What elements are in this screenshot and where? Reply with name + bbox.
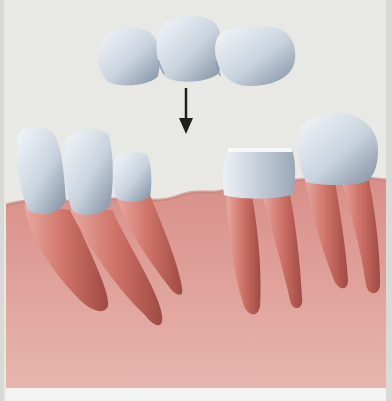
frame-right-edge xyxy=(386,0,392,401)
prepared-abutment-tooth xyxy=(223,150,295,199)
tooth-3-crown xyxy=(113,152,151,202)
bridge-unit-right xyxy=(215,26,295,86)
molar-crown xyxy=(298,113,378,185)
bridge-unit-center xyxy=(157,16,223,82)
bottom-band xyxy=(6,388,386,401)
abutment-top-edge xyxy=(228,148,292,152)
frame-left-edge xyxy=(0,0,4,401)
tooth-2-crown xyxy=(64,129,113,215)
bridge-unit-left xyxy=(98,28,160,86)
